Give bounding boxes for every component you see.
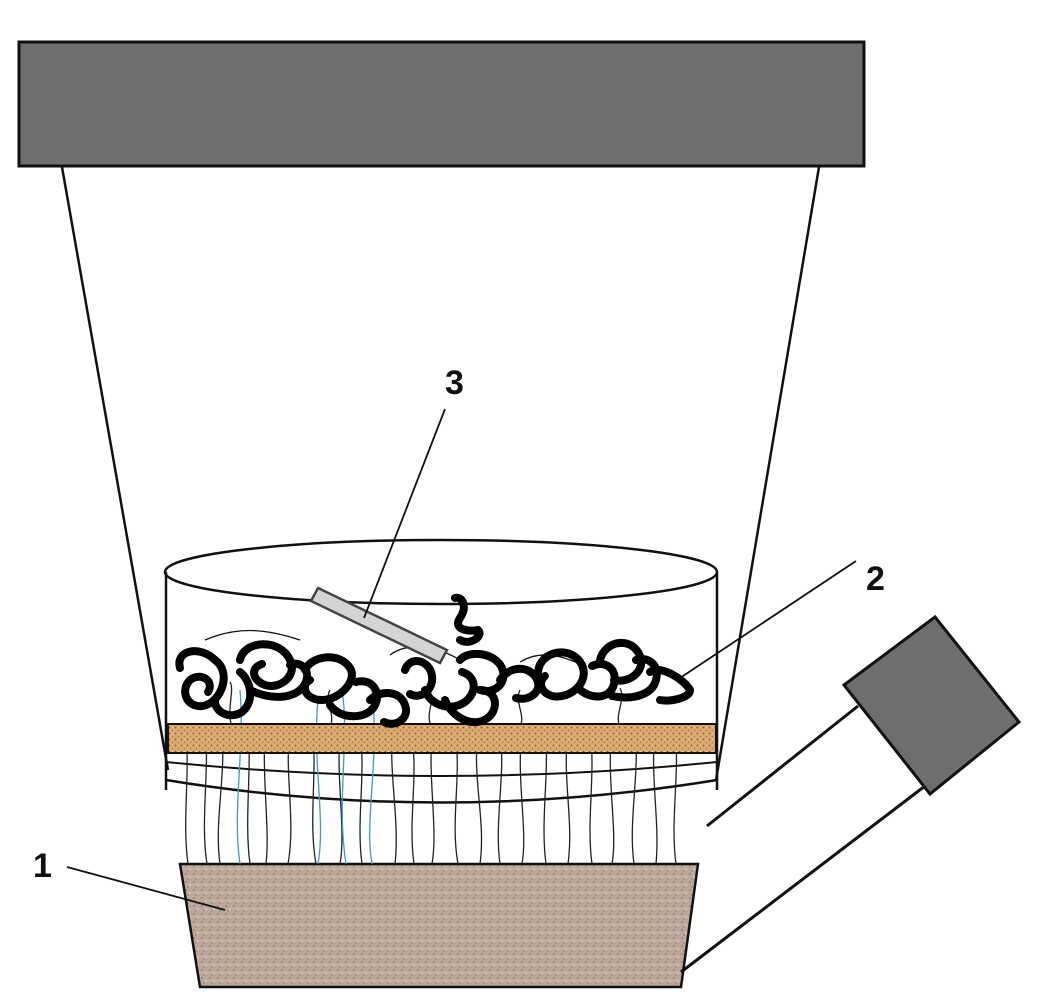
callout-line-3 [363,408,446,619]
inner-pot [163,538,719,804]
callout-label-2: 2 [866,560,885,598]
enclosure-right-edge [714,166,821,781]
sensor-box [841,614,1022,797]
callout-line-1 [66,866,226,911]
sensor-arm-upper [706,704,859,828]
mesh-layer [167,723,717,754]
probe [309,586,449,665]
callout-line-2 [679,560,857,679]
pot-top-rim [163,538,719,606]
lamp-housing [17,40,866,168]
callout-label-3: 3 [445,364,464,402]
sensor-arm-lower [680,784,926,974]
callout-label-1: 1 [33,847,52,885]
pot-bottom-rim [165,778,718,804]
roots [185,681,678,865]
clump-layer [175,593,694,728]
enclosure-left-edge [60,166,170,771]
soil-container [178,862,700,989]
